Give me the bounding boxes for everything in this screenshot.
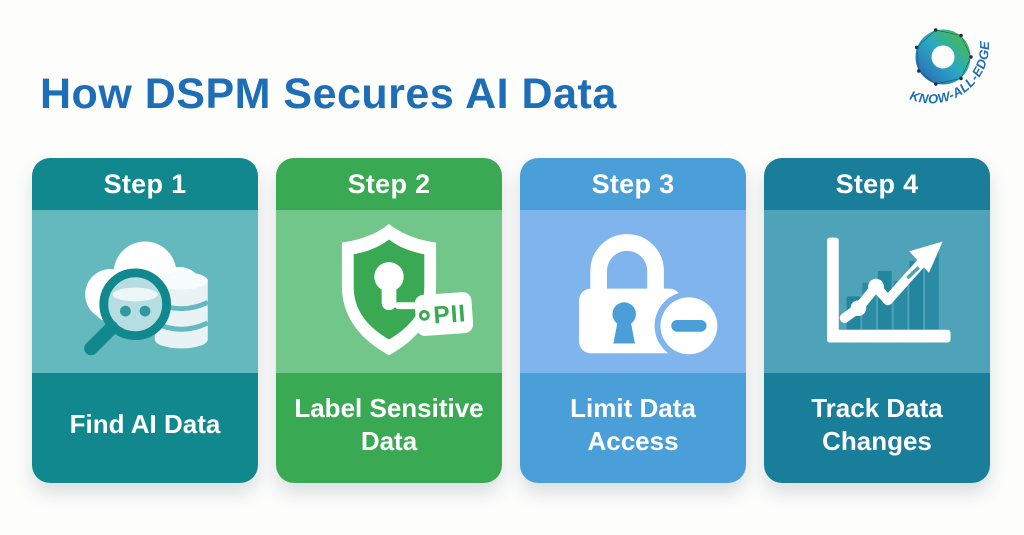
step-4-caption: Track Data Changes [764, 373, 990, 483]
step-3-icon-panel [520, 210, 746, 373]
caption-line: Access [587, 426, 679, 456]
step-2-icon-panel: PII [276, 210, 502, 373]
step-1-caption: Find AI Data [32, 373, 258, 483]
pii-tag-text: PII [433, 300, 468, 329]
step-2-label: Step 2 [347, 168, 431, 199]
pii-tag-shape: PII [394, 291, 474, 336]
step-4-icon-panel [764, 210, 990, 373]
step-card-4: Step 4 [764, 158, 990, 483]
minus-badge-shape [654, 291, 724, 360]
magnifier-shape [84, 267, 171, 355]
caption-line: Data [360, 426, 418, 456]
shield-pii-tag-icon: PII [341, 223, 474, 355]
logo-network-dots [914, 28, 973, 86]
steps-row: Step 1 [32, 158, 990, 483]
caption-line: Find AI Data [69, 409, 221, 440]
step-4-header: Step 4 [764, 158, 990, 210]
step-2-caption: Label Sensitive Data [276, 373, 502, 483]
caption-line: Track Data [811, 392, 943, 423]
step-1-icon-panel [32, 210, 258, 373]
page-title: How DSPM Secures AI Data [40, 69, 617, 118]
trend-arrow-shape [839, 240, 943, 323]
cloud-database-magnifier-icon [84, 240, 209, 355]
step-3-label: Step 3 [591, 168, 675, 199]
shield-shape [341, 223, 437, 355]
logo-network-overlay [916, 29, 972, 85]
chart-axes [826, 237, 951, 343]
caption-line: Limit Data [570, 392, 696, 423]
step-3-caption: Limit Data Access [520, 373, 746, 483]
know-all-edge-logo: KNOW-ALL-EDGE [908, 28, 992, 107]
step-1-header: Step 1 [32, 158, 258, 210]
step-card-2: Step 2 PII [276, 158, 502, 483]
growth-chart-icon [826, 237, 951, 343]
caption-line: Changes [822, 426, 932, 456]
logo-donut-icon [914, 28, 973, 86]
step-card-1: Step 1 [32, 158, 258, 483]
step-4-label: Step 4 [835, 168, 919, 199]
step-3-header: Step 3 [520, 158, 746, 210]
padlock-restricted-icon [579, 233, 724, 360]
caption-line: Label Sensitive [294, 392, 484, 423]
step-2-header: Step 2 [276, 158, 502, 210]
step-card-3: Step 3 Limit Data Access [520, 158, 746, 483]
step-1-label: Step 1 [103, 168, 187, 199]
padlock-shape [579, 233, 682, 353]
